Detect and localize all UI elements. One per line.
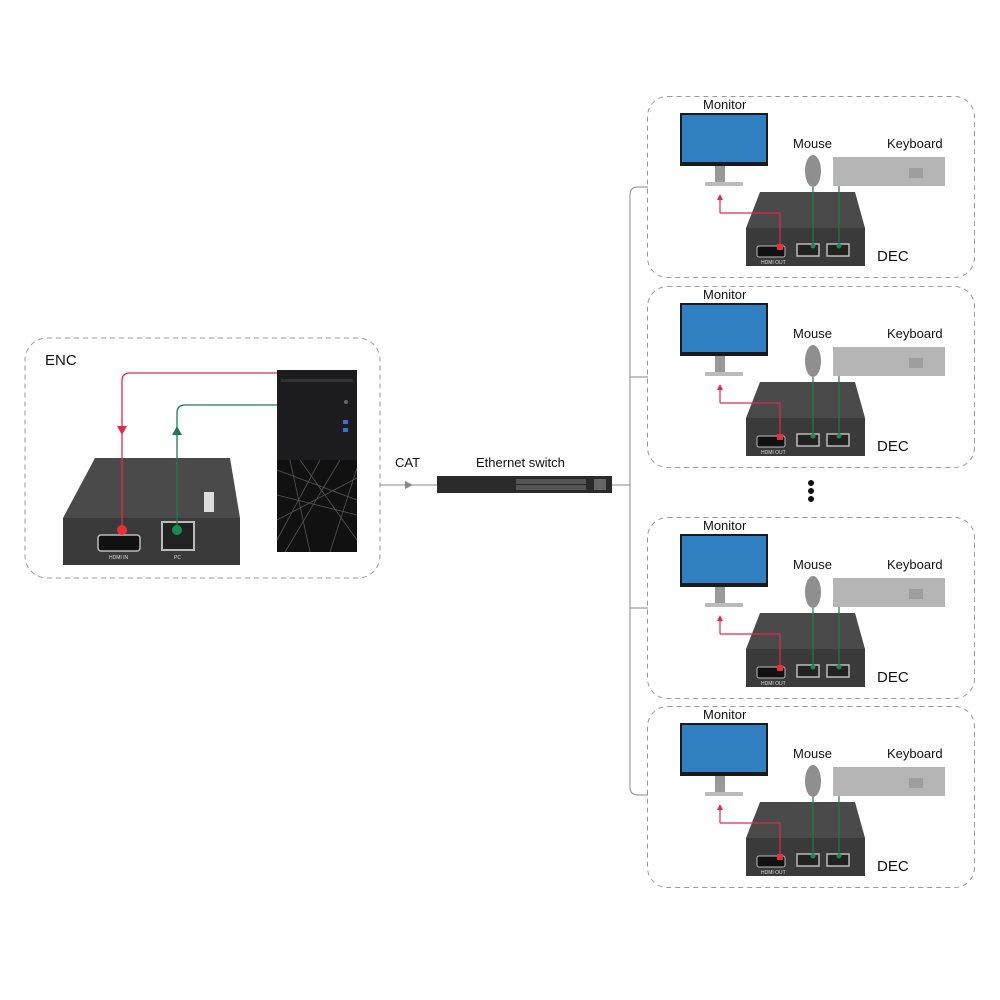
keyboard-icon bbox=[833, 767, 945, 796]
encoder-dashed-frame bbox=[24, 337, 381, 579]
hdmi-signal-line bbox=[720, 212, 781, 248]
pc-port-dot bbox=[172, 525, 182, 535]
keyboard-icon bbox=[833, 157, 945, 186]
up-arrow-icon bbox=[717, 384, 723, 390]
decoder-device-icon bbox=[746, 382, 865, 456]
monitor-label: Monitor bbox=[703, 707, 747, 722]
hdmi-out-dot bbox=[777, 854, 783, 860]
decoder-diagram bbox=[647, 517, 975, 699]
decoder-panel: Monitor Mouse Keyboard DEC HDMI OUT bbox=[647, 96, 975, 278]
encoder-device-icon bbox=[63, 458, 240, 565]
hdmi-out-port-label: HDMI OUT bbox=[761, 681, 786, 687]
decoder-diagram bbox=[647, 96, 975, 278]
monitor-icon bbox=[680, 534, 768, 607]
decoder-diagram bbox=[647, 286, 975, 468]
decoder-device-icon bbox=[746, 613, 865, 687]
pc-port-label: PC bbox=[174, 555, 181, 561]
right-arrow-icon bbox=[405, 481, 413, 489]
cat-label: CAT bbox=[395, 455, 421, 470]
mouse-icon bbox=[805, 576, 821, 608]
hdmi-in-port-label: HDMI IN bbox=[109, 555, 129, 561]
monitor-label: Monitor bbox=[703, 518, 747, 533]
mouse-label: Mouse bbox=[793, 136, 833, 151]
decoder-label: DEC bbox=[877, 438, 909, 455]
ethernet-switch-icon bbox=[437, 476, 612, 493]
hdmi-in-dot bbox=[117, 525, 127, 535]
hdmi-out-port-label: HDMI OUT bbox=[761, 870, 786, 876]
up-arrow-icon bbox=[717, 615, 723, 621]
keyboard-label: Keyboard bbox=[887, 746, 943, 761]
up-arrow-icon bbox=[172, 426, 182, 435]
decoder-diagram bbox=[647, 706, 975, 888]
decoder-device-icon bbox=[746, 192, 865, 266]
keyboard-label: Keyboard bbox=[887, 557, 943, 572]
hdmi-signal-line bbox=[121, 372, 277, 530]
monitor-icon bbox=[680, 113, 768, 186]
hdmi-out-port-label: HDMI OUT bbox=[761, 260, 786, 266]
up-arrow-icon bbox=[717, 804, 723, 810]
decoder-panel: Monitor Mouse Keyboard DEC HDMI OUT bbox=[647, 517, 975, 699]
monitor-label: Monitor bbox=[703, 97, 747, 112]
decoder-dashed-frame bbox=[647, 517, 975, 699]
hdmi-out-dot bbox=[777, 665, 783, 671]
mouse-label: Mouse bbox=[793, 326, 833, 341]
decoder-dashed-frame bbox=[647, 706, 975, 888]
more-dot bbox=[808, 480, 814, 486]
encoder-label: ENC bbox=[45, 352, 77, 369]
keyboard-label: Keyboard bbox=[887, 326, 943, 341]
decoder-label: DEC bbox=[877, 858, 909, 875]
mouse-label: Mouse bbox=[793, 746, 833, 761]
branch-bus bbox=[629, 186, 648, 796]
down-arrow-icon bbox=[117, 426, 127, 435]
hdmi-out-port-label: HDMI OUT bbox=[761, 450, 786, 456]
more-dot bbox=[808, 488, 814, 494]
hdmi-out-dot bbox=[777, 244, 783, 250]
usb-signal-line bbox=[176, 404, 277, 530]
up-arrow-icon bbox=[717, 194, 723, 200]
decoder-panel: Monitor Mouse Keyboard DEC HDMI OUT bbox=[647, 706, 975, 888]
hdmi-out-dot bbox=[777, 434, 783, 440]
pc-tower-icon bbox=[276, 370, 358, 553]
mouse-label: Mouse bbox=[793, 557, 833, 572]
keyboard-label: Keyboard bbox=[887, 136, 943, 151]
mouse-icon bbox=[805, 155, 821, 187]
keyboard-icon bbox=[833, 578, 945, 607]
monitor-icon bbox=[680, 723, 768, 796]
hdmi-signal-line bbox=[720, 633, 781, 669]
mouse-icon bbox=[805, 345, 821, 377]
decoder-dashed-frame bbox=[647, 96, 975, 278]
hdmi-signal-line bbox=[720, 402, 781, 438]
decoder-label: DEC bbox=[877, 669, 909, 686]
monitor-icon bbox=[680, 303, 768, 376]
decoder-dashed-frame bbox=[647, 286, 975, 468]
mouse-icon bbox=[805, 765, 821, 797]
keyboard-icon bbox=[833, 347, 945, 376]
ethernet-switch-label: Ethernet switch bbox=[476, 455, 565, 470]
more-dot bbox=[808, 496, 814, 502]
decoder-device-icon bbox=[746, 802, 865, 876]
decoder-panel: Monitor Mouse Keyboard DEC HDMI OUT bbox=[647, 286, 975, 468]
monitor-label: Monitor bbox=[703, 287, 747, 302]
hdmi-signal-line bbox=[720, 822, 781, 858]
decoder-label: DEC bbox=[877, 248, 909, 265]
